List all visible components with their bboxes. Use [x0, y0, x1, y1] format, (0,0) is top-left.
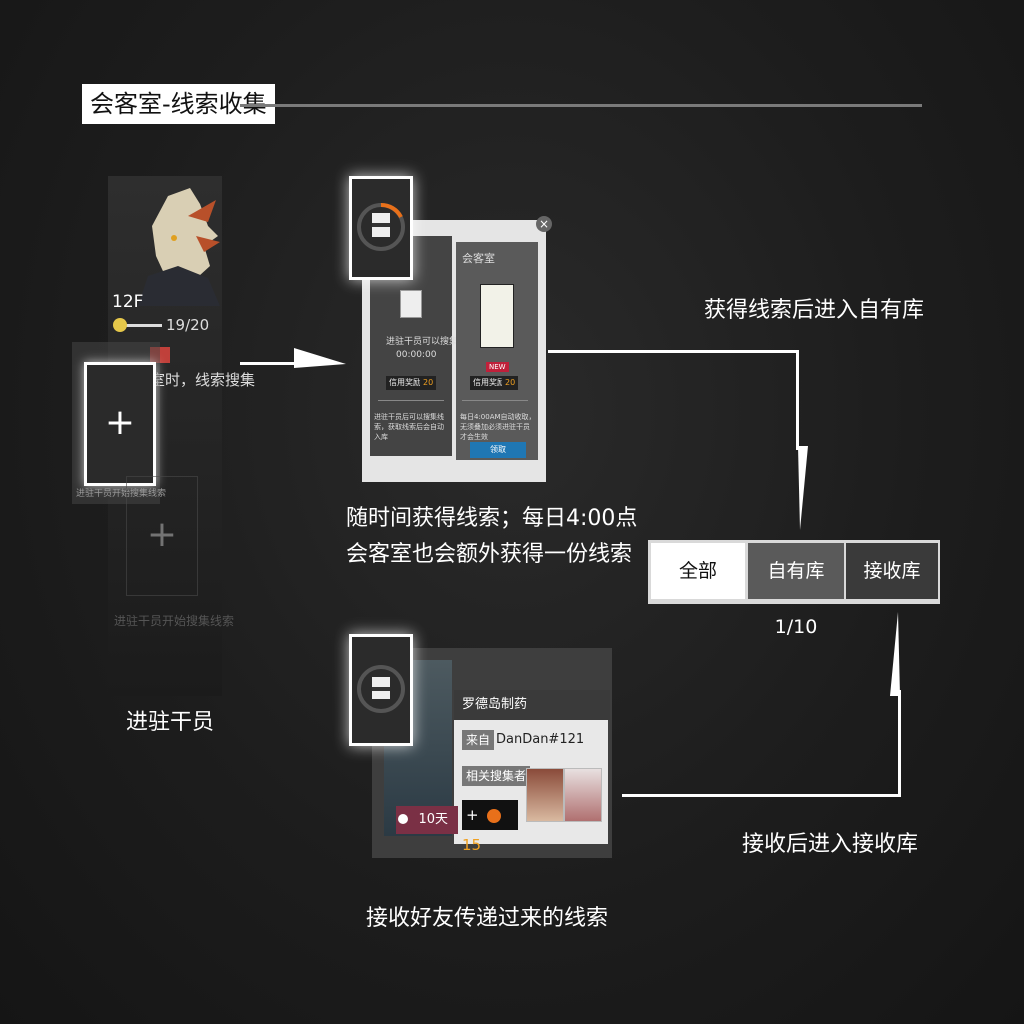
clue-right-title: 会客室 [462, 252, 495, 265]
collectors-label: 相关搜集者 [462, 766, 531, 786]
reward-value: 15 [462, 836, 482, 854]
claim-button[interactable]: 领取 [470, 442, 526, 458]
arrow-line [240, 362, 296, 365]
clue-left-timer: 00:00:00 [396, 350, 437, 360]
progress-bar [118, 324, 162, 327]
new-tag: NEW [486, 362, 509, 372]
flow-line [898, 690, 901, 797]
credit-value-left: 20 [420, 376, 437, 390]
tab-own-library[interactable]: 自有库1/10 [748, 543, 844, 638]
caption-top-line1: 随时间获得线索；每日4:00点 [346, 506, 638, 531]
credit-icon [487, 808, 502, 823]
clue-left-note: 进驻干员后可以搜集线索，获取线索后会自动入库 [374, 413, 444, 441]
shared-clue-icon [357, 665, 405, 713]
tab-all[interactable]: 全部 [651, 543, 745, 599]
clue-library-tabs: 全部 自有库1/10 接收库 [648, 540, 940, 638]
slot-caption: 进驻干员开始搜集线索 [76, 489, 167, 499]
caption-bottom: 接收好友传递过来的线索 [366, 906, 609, 931]
document-icon [400, 290, 422, 318]
flow-bottom-label: 接收后进入接收库 [742, 832, 919, 857]
clue-card-right [456, 242, 538, 460]
clock-icon [398, 814, 408, 824]
reward-badge: + 15 [462, 800, 518, 854]
clue-document-image [480, 284, 514, 348]
clue-right-note: 每日4:00AM自动收取，无须叠加必须进驻干员才会生效 [460, 413, 536, 441]
divider [378, 400, 444, 401]
title-divider [240, 104, 922, 107]
collector-avatar [526, 768, 564, 822]
credit-badge-right: 信用奖励 [470, 376, 508, 390]
reward-plus: + [466, 806, 479, 824]
flow-top-label: 获得线索后进入自有库 [704, 298, 925, 323]
floor-label: 12F [112, 292, 144, 312]
clue-left-text: 进驻干员可以搜集线索 [386, 337, 477, 347]
plus-icon: + [104, 402, 136, 443]
arrow-head-icon [294, 348, 346, 368]
from-name: DanDan#121 [496, 732, 585, 747]
credit-badge-left: 信用奖励 [386, 376, 424, 390]
status-text: 室时，线索搜集 [150, 371, 256, 389]
credit-value-right: 20 [502, 376, 519, 390]
clue-timer-icon [357, 202, 405, 251]
arrow-down-icon [798, 446, 808, 530]
shared-clue-title: 罗德岛制药 [454, 690, 610, 720]
shared-clue-frame [349, 634, 413, 746]
plus-icon: + [146, 514, 178, 555]
flow-line [796, 350, 799, 450]
add-operator-slot[interactable]: + [84, 362, 156, 486]
arrow-up-icon [890, 612, 900, 696]
operator-count: 19/20 [166, 316, 210, 334]
collector-avatar [564, 768, 602, 822]
flow-line [548, 350, 798, 353]
close-icon[interactable]: × [536, 216, 552, 232]
left-label: 进驻干员 [126, 710, 215, 735]
flow-line [622, 794, 900, 797]
divider [462, 400, 528, 401]
mood-icon [113, 318, 127, 332]
from-label: 来自 [462, 730, 495, 750]
caption-top-line2: 会客室也会额外获得一份线索 [346, 542, 633, 567]
operator-portrait [138, 188, 220, 306]
ghost-caption: 进驻干员开始搜集线索 [114, 614, 235, 628]
clue-timer-frame [349, 176, 413, 280]
tab-received-library[interactable]: 接收库 [846, 543, 938, 599]
add-operator-slot-secondary[interactable]: + [126, 476, 198, 596]
